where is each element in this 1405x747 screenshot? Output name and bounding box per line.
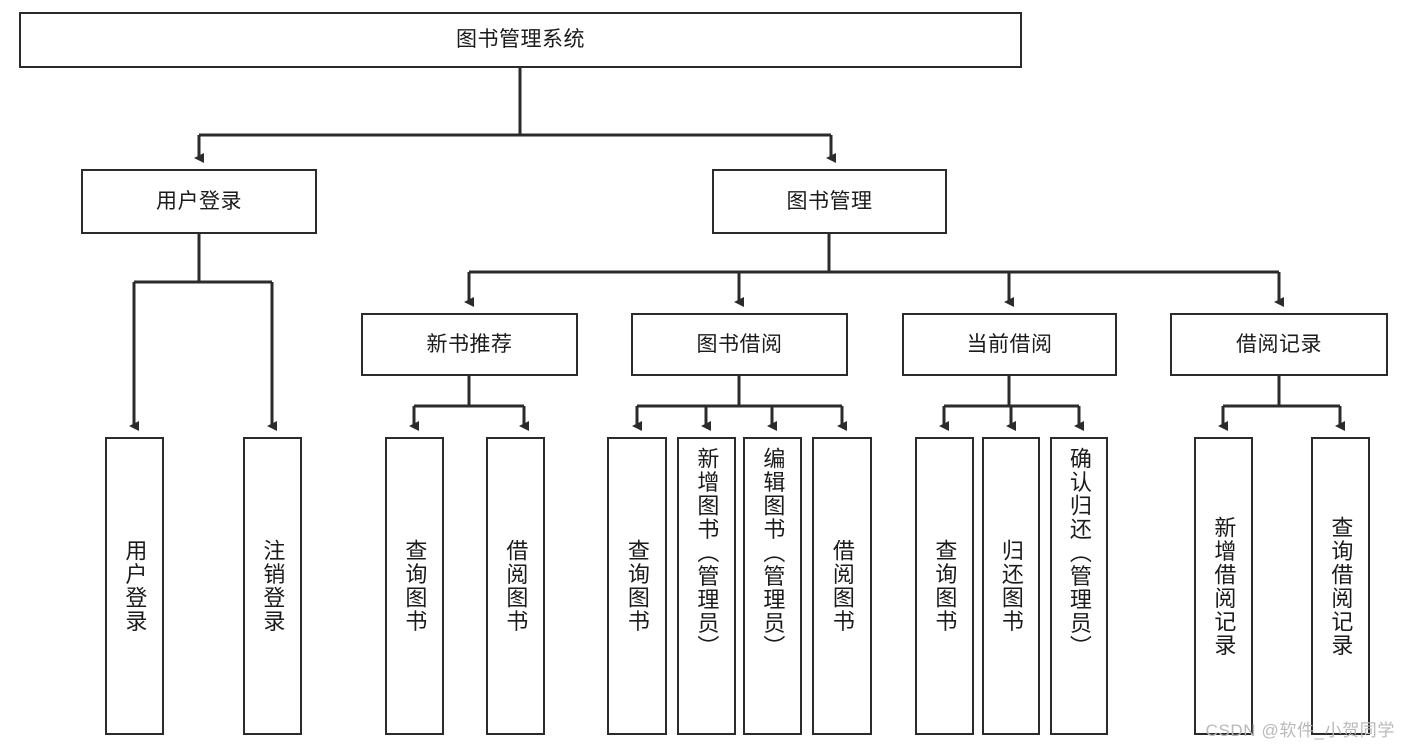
node-root-system[interactable]: 图书管理系统 bbox=[19, 12, 1022, 68]
node-label: 新增借阅记录 bbox=[1211, 515, 1237, 657]
csdn-watermark: CSDN @软件_小贺同学 bbox=[1205, 721, 1395, 740]
node-user-login[interactable]: 用户登录 bbox=[81, 169, 317, 234]
node-label: 借阅图书 bbox=[503, 539, 529, 633]
node-label: 查询图书 bbox=[402, 539, 428, 633]
leaf-user-login-signin[interactable]: 用户登录 bbox=[105, 437, 164, 735]
leaf-borrow-record-query-record[interactable]: 查询借阅记录 bbox=[1311, 437, 1370, 735]
node-book-borrow[interactable]: 图书借阅 bbox=[631, 313, 848, 376]
leaf-book-borrow-borrow-book[interactable]: 借阅图书 bbox=[812, 437, 872, 735]
node-label: 查询图书 bbox=[624, 539, 650, 633]
leaf-new-book-query-book[interactable]: 查询图书 bbox=[385, 437, 444, 735]
node-label: 新书推荐 bbox=[426, 332, 513, 356]
node-current-borrow[interactable]: 当前借阅 bbox=[902, 313, 1117, 376]
node-book-management[interactable]: 图书管理 bbox=[712, 169, 947, 234]
leaf-current-borrow-confirm-return[interactable]: 确认归还（管理员） bbox=[1050, 437, 1108, 735]
node-new-book-recommend[interactable]: 新书推荐 bbox=[361, 313, 578, 376]
node-label: 当前借阅 bbox=[966, 332, 1053, 356]
node-label: 图书借阅 bbox=[696, 332, 783, 356]
node-label: 用户登录 bbox=[156, 189, 242, 213]
node-label: 借阅图书 bbox=[829, 539, 855, 633]
node-label: 注销登录 bbox=[260, 539, 286, 633]
node-label: 借阅记录 bbox=[1236, 332, 1322, 356]
node-label: 新增图书（管理员） bbox=[694, 447, 720, 659]
node-borrow-record[interactable]: 借阅记录 bbox=[1170, 313, 1388, 376]
leaf-book-borrow-query-book[interactable]: 查询图书 bbox=[607, 437, 667, 735]
leaf-borrow-record-add-record[interactable]: 新增借阅记录 bbox=[1194, 437, 1253, 735]
node-label: 用户登录 bbox=[122, 539, 148, 633]
node-label: 图书管理系统 bbox=[456, 28, 585, 52]
node-label: 编辑图书（管理员） bbox=[760, 447, 786, 659]
node-label: 查询图书 bbox=[932, 539, 958, 633]
node-label: 确认归还（管理员） bbox=[1066, 447, 1092, 659]
node-label: 归还图书 bbox=[998, 539, 1024, 633]
leaf-book-borrow-add-book[interactable]: 新增图书（管理员） bbox=[677, 437, 736, 735]
leaf-current-borrow-return-book[interactable]: 归还图书 bbox=[982, 437, 1040, 735]
node-label: 图书管理 bbox=[786, 189, 873, 213]
leaf-user-login-signout[interactable]: 注销登录 bbox=[243, 437, 302, 735]
leaf-current-borrow-query-book[interactable]: 查询图书 bbox=[915, 437, 974, 735]
leaf-book-borrow-edit-book[interactable]: 编辑图书（管理员） bbox=[743, 437, 802, 735]
node-label: 查询借阅记录 bbox=[1328, 515, 1354, 657]
leaf-new-book-borrow-book[interactable]: 借阅图书 bbox=[486, 437, 545, 735]
